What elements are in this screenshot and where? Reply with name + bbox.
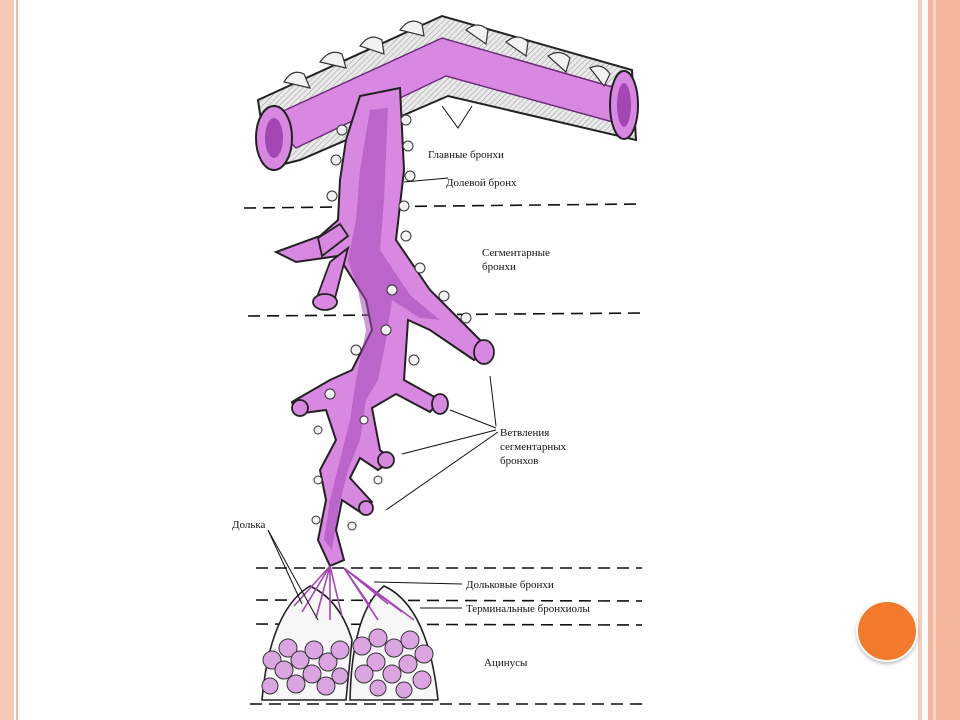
label-branches-3: бронхов	[500, 455, 538, 467]
label-segmental-bronchi-1: Сегментарные	[482, 247, 550, 259]
main-bronchi	[255, 14, 639, 171]
accent-circle	[856, 600, 918, 662]
label-branches-2: сегментарных	[500, 441, 567, 453]
label-acini: Ацинусы	[484, 657, 528, 669]
label-main-bronchi: Главные бронхи	[428, 149, 504, 161]
slide-frame-left-line	[16, 0, 18, 720]
slide-frame-right-stripe	[933, 0, 936, 720]
label-terminal-bronchioles: Терминальные бронхиолы	[466, 603, 590, 615]
label-branches-1: Ветвления	[500, 427, 549, 439]
label-lobule: Долька	[232, 519, 266, 531]
leader-lines	[267, 105, 499, 621]
label-lobular-bronchi: Дольковые бронхи	[466, 579, 554, 591]
label-segmental-bronchi-2: бронхи	[482, 261, 516, 273]
bronchial-trunk	[273, 86, 495, 568]
label-lobar-bronchus: Долевой бронх	[446, 177, 517, 189]
separator-line	[243, 203, 641, 209]
slide-frame-left	[0, 0, 14, 720]
lobules	[261, 565, 439, 701]
slide-frame-right-line	[918, 0, 922, 720]
